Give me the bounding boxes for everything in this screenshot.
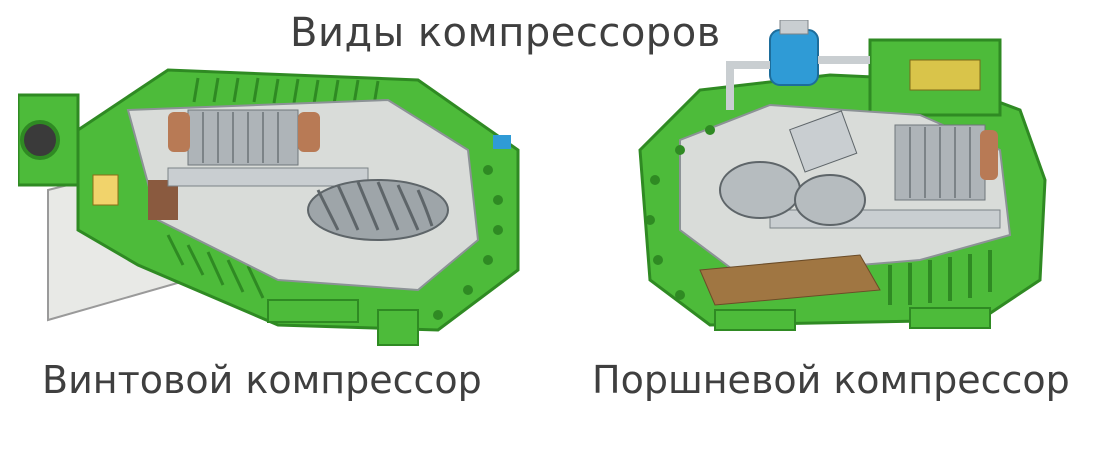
page-title: Виды компрессоров <box>290 10 721 56</box>
screw-compressor-caption: Винтовой компрессор <box>42 358 482 402</box>
piston-compressor-caption: Поршневой компрессор <box>592 358 1070 402</box>
piston-compressor-image <box>638 20 1047 331</box>
screw-compressor-image <box>18 68 520 346</box>
